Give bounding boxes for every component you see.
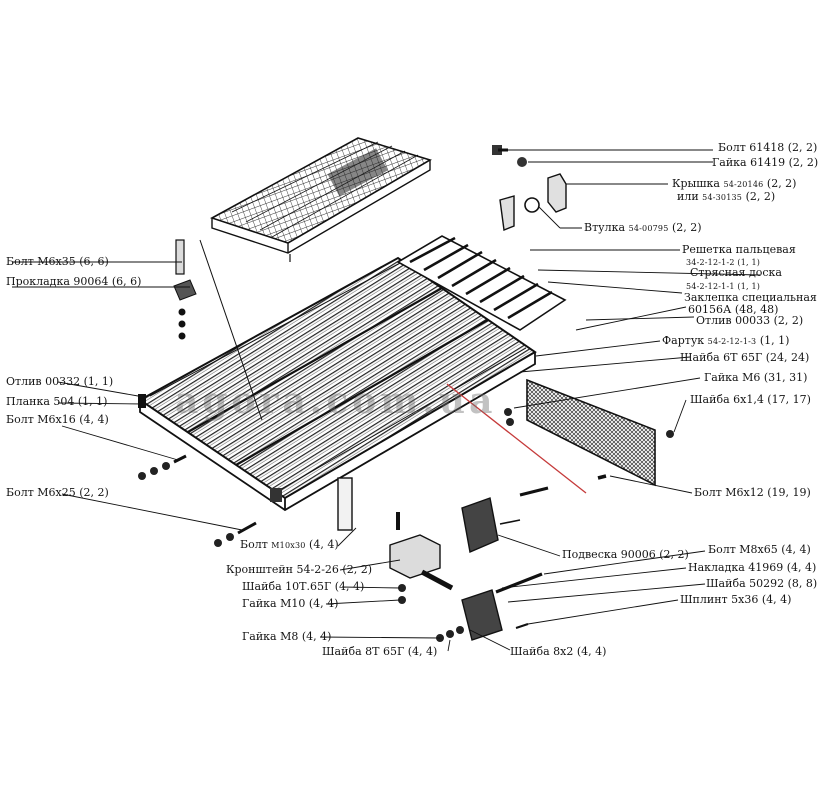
label-shayba-50292: Шайба 50292 (8, 8) [706, 577, 818, 590]
label-nakladka: Накладка 41969 (4, 4) [688, 561, 817, 574]
exploded-assembly-drawing [12, 137, 761, 652]
label-zaklepka-code: 60156А (48, 48) [688, 303, 779, 316]
red-pointer-line [446, 383, 587, 494]
label-reshetka: Решетка пальцевая [682, 243, 796, 256]
label-stryasnaya-code: 54-2-12-1-1 (1, 1) [686, 282, 761, 291]
label-vtulka: Втулка 54-00795 (2, 2) [584, 221, 702, 234]
label-prokladka: Прокладка 90064 (6, 6) [6, 275, 142, 288]
label-shplint: Шплинт 5х36 (4, 4) [680, 593, 792, 606]
leader-lines [12, 149, 761, 652]
label-gayka-m6: Гайка М6 (31, 31) [704, 371, 808, 384]
label-reshetka-code: 34-2-12-1-2 (1, 1) [686, 258, 761, 267]
leader-line [199, 239, 263, 421]
watermark-text: agora.com.ua [175, 380, 497, 422]
label-shayba-8x2: Шайба 8х2 (4, 4) [510, 645, 607, 658]
label-bolt-m10x30: Болт М10х30 (4, 4) [240, 538, 339, 551]
label-kryshka: Крышка 54-20146 (2, 2) [672, 177, 797, 190]
label-bolt-m6x35: Болт М6х35 (6, 6) [6, 255, 109, 268]
bracket-assembly [337, 477, 549, 641]
upper-sieve [209, 137, 432, 262]
label-bolt-m6x25: Болт М6х25 (2, 2) [6, 486, 109, 499]
label-kryshka-alt: или 54-30135 (2, 2) [677, 190, 776, 203]
main-frame [138, 256, 537, 512]
label-bolt-m6x12: Болт М6х12 (19, 19) [694, 486, 811, 499]
label-zaklepka: Заклепка специальная [684, 291, 817, 304]
label-gayka-m8: Гайка М8 (4, 4) [242, 630, 332, 643]
label-shayba-8t: Шайба 8Т 65Г (4, 4) [322, 645, 438, 658]
label-bolt-61418: Болт 61418 (2, 2) [718, 141, 818, 154]
label-planka: Планка 504 (1, 1) [6, 395, 108, 408]
label-shayba-10t: Шайба 10Т.65Г (4, 4) [242, 580, 365, 593]
label-bolt-m6x16: Болт М6х16 (4, 4) [6, 413, 109, 426]
label-gayka-m10: Гайка М10 (4, 4) [242, 597, 339, 610]
label-fartuk: Фартук 54-2-12-1-3 (1, 1) [662, 334, 790, 347]
label-gayka-61419: Гайка 61419 (2, 2) [712, 156, 818, 169]
label-otliv-00332: Отлив 00332 (1, 1) [6, 375, 114, 388]
label-otliv-00033: Отлив 00033 (2, 2) [696, 314, 804, 327]
label-bolt-m8x65: Болт М8х65 (4, 4) [708, 543, 811, 556]
label-shayba-6x14: Шайба 6х1,4 (17, 17) [690, 393, 811, 406]
finger-grid [396, 235, 567, 331]
label-stryasnaya: Стрясная доска [690, 266, 782, 279]
parts-diagram: agora.com.ua Болт 61418 (2, 2) Гайка 614… [6, 137, 818, 658]
label-kronshteyn: Кронштейн 54-2-26 (2, 2) [226, 563, 372, 576]
label-podveska: Подвеска 90006 (2, 2) [562, 548, 689, 561]
label-shayba-6t: Шайба 6Т 65Г (24, 24) [680, 351, 810, 364]
